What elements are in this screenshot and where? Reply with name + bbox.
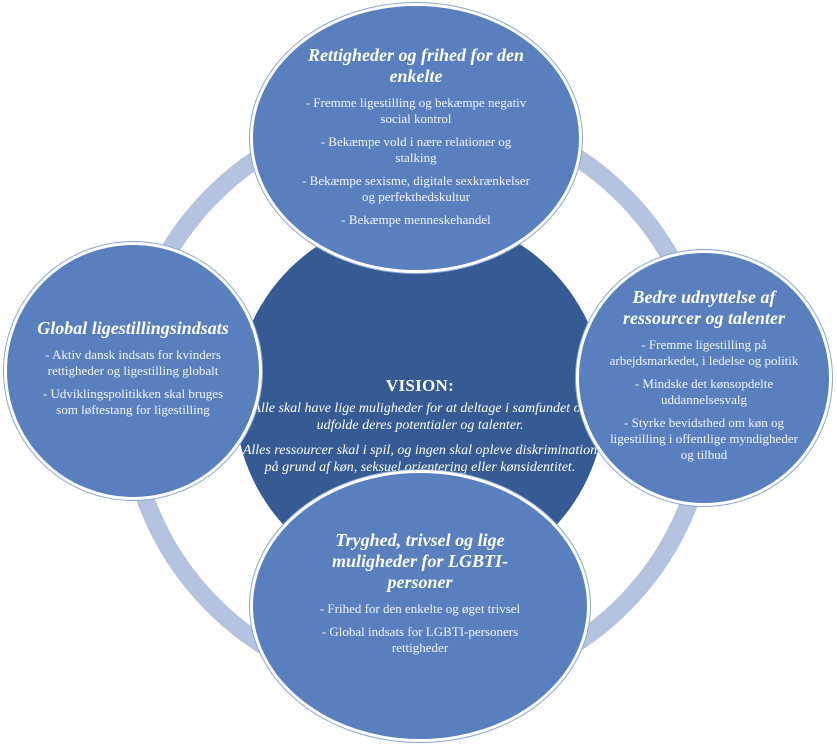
vision-title: VISION:: [385, 376, 455, 395]
left-item: - Udviklingspolitikken skal bruges som l…: [42, 385, 224, 417]
top-item: - Bekæmpe menneskehandel: [341, 212, 491, 227]
bottom-item: - Global indsats for LGBTI-personers ret…: [321, 623, 519, 655]
right-item: - Fremme ligestilling på arbejdsmarkedet…: [609, 336, 799, 368]
vision-paragraph-1: Alle skal have lige muligheder for at de…: [252, 401, 588, 433]
left-item: - Aktiv dansk indsats for kvinders retti…: [45, 346, 221, 378]
top-item: - Bekæmpe sexisme, digitale sexkrænkelse…: [302, 173, 530, 204]
top-circle-title: Rettigheder og frihed for den enkelte: [308, 45, 524, 86]
bottom-circle-title: Tryghed, trivsel og lige muligheder for …: [331, 529, 508, 592]
top-item: - Fremme ligestilling og bekæmpe negativ…: [305, 95, 527, 126]
right-circle-resources: Bedre udnyttelse af ressourcer og talent…: [576, 250, 832, 506]
top-item: - Bekæmpe vold i nære relationer og stal…: [320, 134, 512, 165]
bottom-item: - Frihed for den enkelte og øget trivsel: [319, 600, 521, 616]
right-item: - Mindske det kønsopdelte uddannelsesval…: [634, 375, 774, 407]
right-circle-title: Bedre udnyttelse af ressourcer og talent…: [623, 286, 785, 328]
right-item: - Styrke bevidsthed om køn og ligestilli…: [610, 414, 798, 462]
vision-paragraph-2: Alles ressourcer skal i spil, og ingen s…: [242, 443, 598, 475]
left-circle-title: Global ligestillingsindsats: [37, 317, 229, 338]
top-circle-rights: Rettigheder og frihed for den enkelte - …: [250, 3, 582, 273]
bottom-circle-lgbti: Tryghed, trivsel og lige muligheder for …: [250, 470, 590, 742]
left-circle-global: Global ligestillingsindsats - Aktiv dans…: [4, 242, 262, 500]
